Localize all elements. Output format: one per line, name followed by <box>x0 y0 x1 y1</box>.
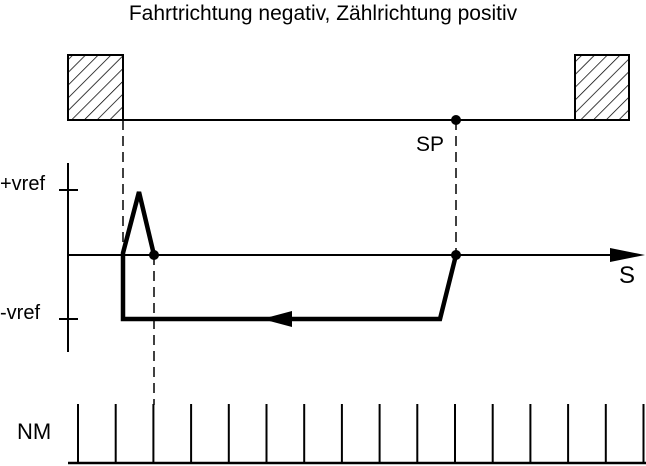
right-limit-switch <box>574 54 630 121</box>
sp-axis-dot <box>451 250 461 260</box>
nm-pulses <box>77 404 645 463</box>
velocity-profile <box>120 191 459 322</box>
nm-label: NM <box>17 419 52 444</box>
left-limit-switch <box>67 54 124 121</box>
direction-arrow <box>262 311 292 327</box>
minus-vref-label: -vref <box>0 302 40 324</box>
s-axis-label: S <box>619 262 636 289</box>
sp-label: SP <box>416 133 445 156</box>
zero-mark-dot <box>149 250 159 260</box>
plus-vref-label: +vref <box>0 173 46 195</box>
s-axis-arrowhead <box>610 248 645 262</box>
diagram-title: Fahrtrichtung negativ, Zählrichtung posi… <box>128 2 518 25</box>
